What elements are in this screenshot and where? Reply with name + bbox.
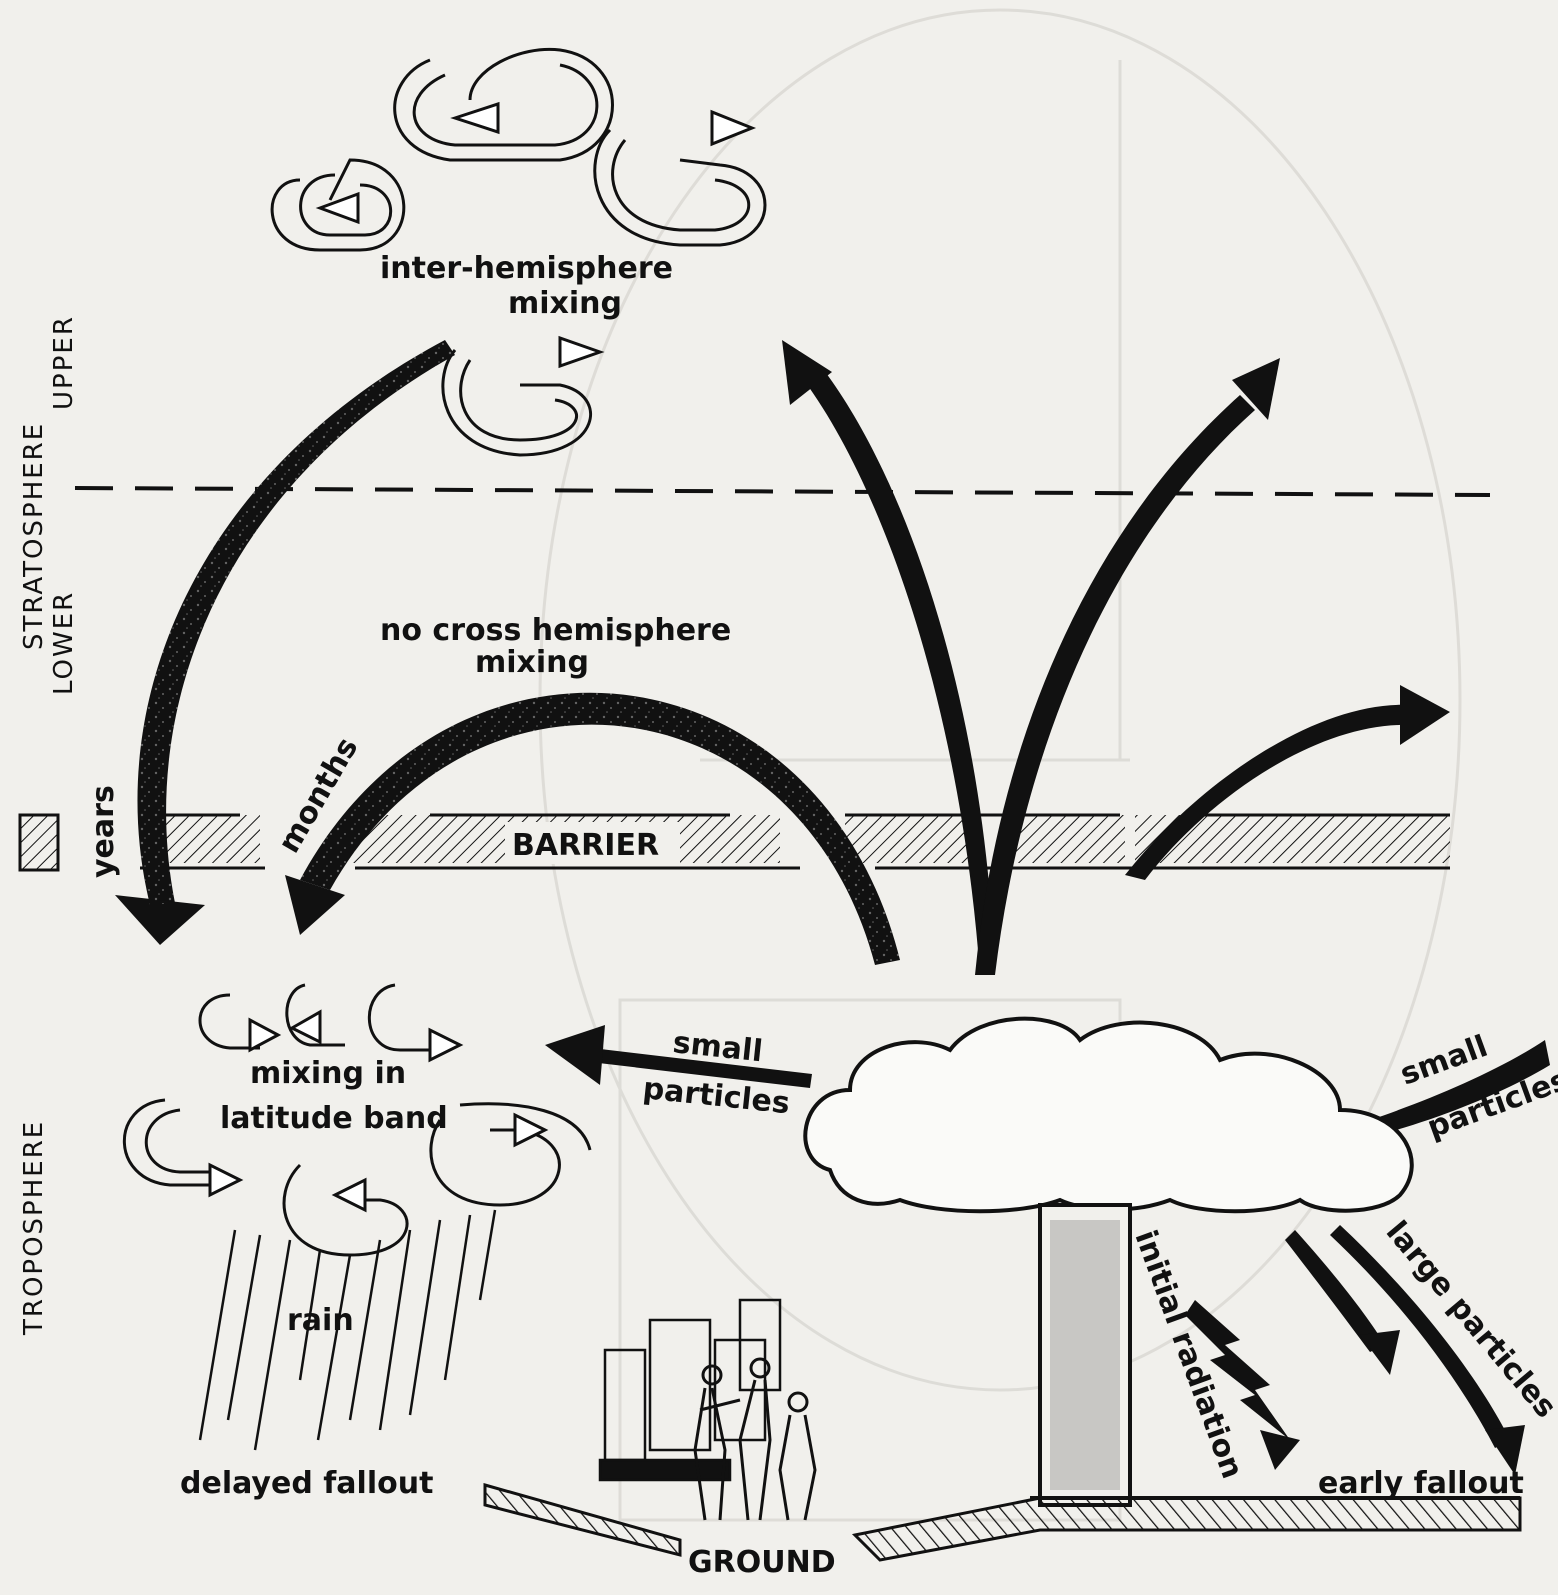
background-ghost-graphics (540, 10, 1460, 1520)
side-label-lower: LOWER (49, 591, 79, 695)
swirl-arrow-heads (320, 104, 752, 366)
label-mixing-in: mixing in (250, 1056, 406, 1091)
side-label-upper: UPPER (49, 315, 79, 410)
side-label-stratosphere: STRATOSPHERE (19, 422, 49, 650)
label-inter-hemisphere-mixing: mixing (508, 286, 622, 321)
side-label-troposphere: TROPOSPHERE (19, 1120, 49, 1336)
label-barrier: BARRIER (512, 828, 659, 863)
label-early-fallout: early fallout (1318, 1466, 1524, 1501)
label-rain: rain (287, 1303, 354, 1338)
label-no-cross: no cross hemisphere (380, 613, 731, 648)
label-years: years (86, 785, 121, 878)
label-inter-hemisphere: inter-hemisphere (380, 251, 673, 286)
label-no-cross-mixing: mixing (475, 645, 589, 680)
label-latitude-band: latitude band (220, 1101, 448, 1136)
barrier-legend-swatch (20, 815, 58, 870)
label-ground: GROUND (688, 1545, 836, 1580)
label-delayed-fallout: delayed fallout (180, 1466, 433, 1501)
